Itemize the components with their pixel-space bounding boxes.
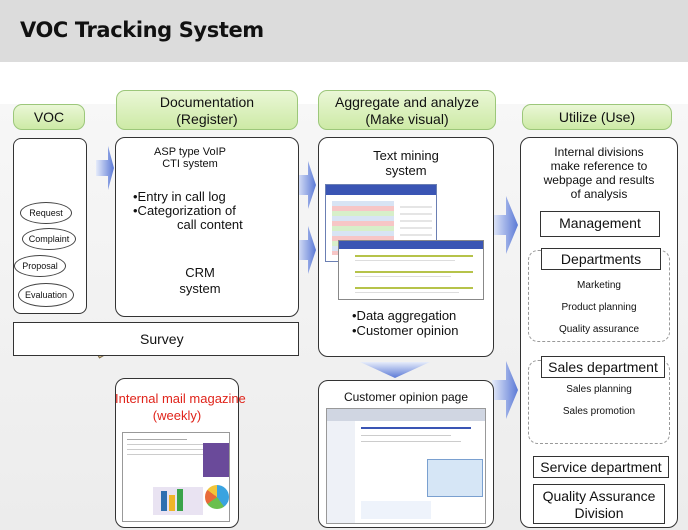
survey-label: Survey [140,331,184,347]
cti-system-label: ASP type VoIP CTI system [154,146,226,170]
voc-complaint: Complaint [22,228,76,250]
utilize-intro: Internal divisions make reference to web… [543,145,655,201]
flow-arrow-3 [296,226,316,274]
header-bar: VOC Tracking System [0,0,688,62]
flow-arrow-4 [492,196,518,254]
service-department-box: Service department [533,456,669,478]
quality-assurance-division-box: Quality Assurance Division [533,484,665,524]
voc-proposal: Proposal [14,255,66,277]
sales-items: Sales planning Sales promotion [562,384,636,417]
mail-magazine-title: Internal mail magazine (weekly) [115,391,246,423]
column-header-documentation: Documentation (Register) [116,90,298,130]
customer-opinion-page-title: Customer opinion page [343,390,469,404]
sales-department-box: Sales department [541,356,665,378]
page-title: VOC Tracking System [20,18,264,42]
column-header-voc: VOC [13,104,85,130]
register-steps: •Entry in call log •Categorization of ca… [133,189,243,232]
management-box: Management [540,211,660,237]
column-header-aggregate: Aggregate and analyze (Make visual) [318,90,496,130]
customer-opinion-page-screenshot [326,408,486,524]
analysis-results: •Data aggregation •Customer opinion [352,308,459,338]
column-header-utilize: Utilize (Use) [522,104,672,130]
survey-box: Survey [13,322,299,356]
flow-arrow-2 [296,161,316,209]
flow-arrow-down [360,362,430,378]
departments-box: Departments [541,248,661,270]
voc-request: Request [20,202,72,224]
flow-arrow-5 [492,361,518,419]
text-mining-title: Text mining system [373,148,439,178]
customer-opinion-screenshot [338,240,484,300]
voc-evaluation: Evaluation [18,283,74,307]
mail-magazine-thumbnail [122,432,230,522]
register-box [115,137,299,317]
crm-label: CRM system [179,265,221,296]
departments-items: Marketing Product planning Quality assur… [558,280,640,335]
flow-arrow-1 [96,146,114,190]
